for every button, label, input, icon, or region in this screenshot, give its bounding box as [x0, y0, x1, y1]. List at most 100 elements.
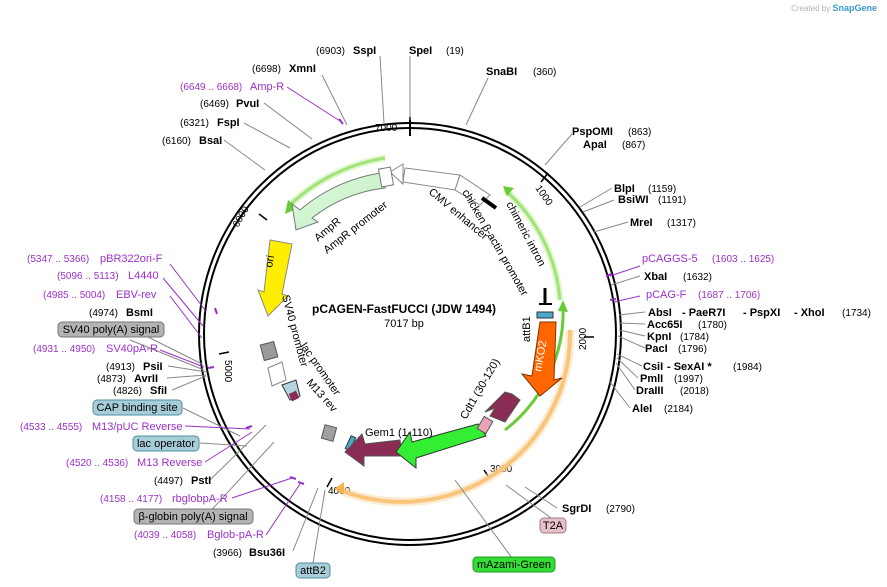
apai-pos: (867)	[622, 140, 645, 151]
paer7i-name[interactable]: - PaeR7I	[682, 307, 725, 319]
rbglob-pos: (4158 .. 4177)	[100, 494, 162, 505]
promoter-terminator-mark	[480, 196, 498, 210]
fspi-pos: (6321)	[180, 118, 209, 129]
acc65i-name[interactable]: Acc65I	[647, 319, 682, 331]
kpni-name[interactable]: KpnI	[647, 331, 671, 343]
l4440-name[interactable]: L4440	[128, 270, 159, 282]
ampr-primer-name[interactable]: Amp-R	[250, 81, 284, 93]
sfii-name[interactable]: SfiI	[150, 385, 167, 397]
tick-label-5000: 5000	[222, 360, 233, 383]
sexai-name[interactable]: - SexAI *	[667, 361, 712, 373]
orange-band-halo	[338, 329, 575, 507]
plasmid-length: 7017 bp	[384, 318, 424, 330]
lac-operator-box[interactable]	[132, 435, 200, 452]
spei-pos: (19)	[446, 46, 464, 57]
bsai-name[interactable]: BsaI	[199, 135, 222, 147]
pspxi-name[interactable]: - PspXI	[743, 307, 780, 319]
ampr-outer-arc-halo	[287, 154, 386, 208]
bsiwi-pos: (1191)	[658, 195, 686, 206]
gem1-arrow	[344, 433, 403, 467]
mazami-green-box[interactable]	[472, 556, 556, 573]
sv40-polya-box[interactable]	[57, 321, 165, 338]
pcaggs5-name[interactable]: pCAGGS-5	[642, 253, 698, 265]
sv40-promoter-arrow	[267, 361, 287, 387]
sspi-pos: (6903)	[316, 46, 345, 57]
bsmi-name[interactable]: BsmI	[126, 307, 153, 319]
mko2-label[interactable]: mKO2	[532, 340, 549, 373]
absi-name[interactable]: AbsI	[648, 307, 672, 319]
xhoi-name[interactable]: - XhoI	[794, 307, 825, 319]
pbr322-pos: (5347 .. 5366)	[27, 254, 89, 265]
csii-name[interactable]: CsiI	[643, 361, 663, 373]
ori-label: ori	[263, 254, 277, 268]
mazami-green-text: mAzami-Green	[477, 559, 551, 571]
tick-label-2000: 2000	[578, 327, 589, 350]
psti-pos: (4497)	[154, 476, 183, 487]
paci-pos: (1796)	[678, 344, 707, 355]
attb2-box[interactable]	[295, 562, 331, 579]
sgrdi-name[interactable]: SgrDI	[562, 503, 591, 515]
alei-name[interactable]: AleI	[632, 403, 652, 415]
pcagf-name[interactable]: pCAG-F	[646, 289, 687, 301]
attb2-marker	[320, 424, 338, 442]
draiii-name[interactable]: DraIII	[636, 385, 664, 397]
sv40-promoter-box	[259, 340, 279, 362]
apai-name[interactable]: ApaI	[583, 139, 607, 151]
m13puc-name[interactable]: M13/pUC Reverse	[92, 421, 182, 433]
primer-leader-lines	[159, 86, 641, 536]
bsmi-pos: (4974)	[89, 308, 118, 319]
plasmid-name: pCAGEN-FastFUCCI (JDW 1494)	[312, 302, 496, 316]
pmli-name[interactable]: PmlI	[640, 373, 663, 385]
pmli-pos: (1997)	[674, 374, 703, 385]
acc65i-pos: (1780)	[698, 320, 727, 331]
snabi-name[interactable]: SnaBI	[486, 66, 517, 78]
avrii-name[interactable]: AvrII	[134, 373, 158, 385]
ampr-promoter-box	[377, 166, 395, 188]
psti-name[interactable]: PstI	[191, 475, 211, 487]
pcagf-pos: (1687 .. 1706)	[698, 290, 760, 301]
t2a-box[interactable]	[539, 517, 567, 534]
bglobin-polya-box[interactable]	[133, 508, 254, 525]
sgrdi-pos: (2790)	[606, 504, 635, 515]
bglob-pos: (4039 .. 4058)	[134, 530, 196, 541]
primer-marks	[207, 118, 617, 485]
sspi-name[interactable]: SspI	[353, 45, 376, 57]
ori-arrow	[257, 239, 293, 317]
l4440-pos: (5096 .. 5113)	[57, 271, 119, 282]
sv40-polya-text: SV40 poly(A) signal	[63, 324, 160, 336]
psii-pos: (4913)	[106, 362, 135, 373]
mazami-linker	[476, 415, 494, 435]
paci-name[interactable]: PacI	[645, 343, 668, 355]
kpni-pos: (1784)	[680, 332, 709, 343]
cdt1-arrow	[484, 391, 521, 423]
draiii-pos: (2018)	[680, 386, 709, 397]
pbr322-name[interactable]: pBR322ori-F	[100, 253, 163, 265]
green-inner-arrowhead	[558, 300, 568, 312]
mrei-name[interactable]: MreI	[630, 217, 653, 229]
rbglob-name[interactable]: rbglobpA-R	[172, 493, 228, 505]
spei-name[interactable]: SpeI	[409, 45, 432, 57]
xbai-name[interactable]: XbaI	[644, 271, 667, 283]
m13rev-pos: (4520 .. 4536)	[66, 458, 128, 469]
pvui-name[interactable]: PvuI	[236, 98, 259, 110]
m13puc-pos: (4533 .. 4555)	[20, 422, 82, 433]
snapgene-logo-text: SnapGene	[832, 3, 877, 13]
blpi-name[interactable]: BlpI	[614, 183, 635, 195]
tick-label-7000: 7000	[375, 123, 398, 134]
sv40pa-name[interactable]: SV40pA-R	[106, 343, 158, 355]
m13rev-name[interactable]: M13 Reverse	[137, 457, 202, 469]
xmni-pos: (6698)	[252, 64, 281, 75]
m13rev-marker	[288, 390, 300, 402]
bglob-name[interactable]: Bglob-pA-R	[207, 529, 264, 541]
sfii-pos: (4826)	[113, 386, 142, 397]
fspi-name[interactable]: FspI	[217, 117, 240, 129]
bsiwi-name[interactable]: BsiWI	[618, 194, 649, 206]
bsu36i-name[interactable]: Bsu36I	[249, 547, 285, 559]
cap-binding-box[interactable]	[92, 399, 183, 416]
xmni-name[interactable]: XmnI	[289, 63, 316, 75]
ebvrev-name[interactable]: EBV-rev	[116, 289, 157, 301]
mazami-green-arrow	[395, 423, 487, 470]
pspomi-name[interactable]: PspOMI	[572, 126, 613, 138]
psii-name[interactable]: PsiI	[143, 361, 163, 373]
